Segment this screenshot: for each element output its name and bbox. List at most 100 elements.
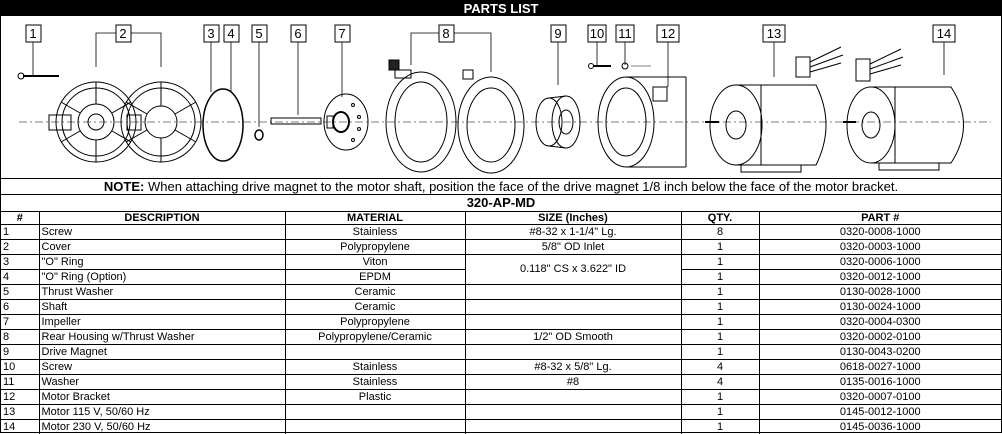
cell-part: 0145-0036-1000 [759,420,1001,434]
cell-material: Stainless [285,375,465,390]
cell-material: Polypropylene/Ceramic [285,330,465,345]
cell-description: Motor 230 V, 50/60 Hz [39,420,285,434]
cell-num: 4 [1,270,39,285]
cell-num: 5 [1,285,39,300]
cell-material: Plastic [285,390,465,405]
cell-part: 0320-0002-0100 [759,330,1001,345]
callout-13: 13 [767,26,781,41]
cell-part: 0618-0027-1000 [759,360,1001,375]
model-number: 320-AP-MD [1,194,1001,212]
parts-table: # DESCRIPTION MATERIAL SIZE (Inches) QTY… [1,211,1001,434]
callout-7: 7 [338,26,345,41]
cell-size: 0.118" CS x 3.622" ID [465,255,681,285]
cell-material [285,345,465,360]
cell-description: Shaft [39,300,285,315]
parts-list-title: PARTS LIST [1,1,1001,16]
exploded-pump-diagram: 1 2 3 4 5 6 7 8 9 10 11 12 13 14 [1,17,1001,178]
cell-size [465,285,681,300]
cell-num: 8 [1,330,39,345]
cell-description: Motor Bracket [39,390,285,405]
callout-2: 2 [119,26,126,41]
cell-size [465,315,681,330]
callout-12: 12 [661,26,675,41]
cell-qty: 1 [681,285,759,300]
callout-9: 9 [554,26,561,41]
cell-description: "O" Ring [39,255,285,270]
cell-num: 10 [1,360,39,375]
callout-1: 1 [29,26,36,41]
cell-part: 0320-0012-1000 [759,270,1001,285]
cell-num: 14 [1,420,39,434]
cell-material: Stainless [285,225,465,240]
cell-num: 11 [1,375,39,390]
cell-part: 0130-0028-1000 [759,285,1001,300]
cell-qty: 1 [681,315,759,330]
cell-num: 9 [1,345,39,360]
cell-material [285,420,465,434]
cell-description: Impeller [39,315,285,330]
cell-material: Stainless [285,360,465,375]
cell-material: Ceramic [285,285,465,300]
cell-part: 0320-0004-0300 [759,315,1001,330]
cell-description: Rear Housing w/Thrust Washer [39,330,285,345]
cell-num: 12 [1,390,39,405]
cell-qty: 1 [681,240,759,255]
header-part: PART # [759,211,1001,225]
cell-size: 1/2" OD Smooth [465,330,681,345]
rear-housing-drawing [386,60,524,173]
cell-qty: 1 [681,420,759,434]
cell-material [285,405,465,420]
cell-qty: 4 [681,375,759,390]
cell-material: Ceramic [285,300,465,315]
cell-size [465,390,681,405]
cell-description: "O" Ring (Option) [39,270,285,285]
cell-part: 0320-0003-1000 [759,240,1001,255]
screw-washer-drawing [589,63,652,69]
header-num: # [1,211,39,225]
callout-5: 5 [255,26,262,41]
cell-size: #8 [465,375,681,390]
cell-qty: 1 [681,405,759,420]
callout-numbers: 1 2 3 4 5 6 7 8 9 10 11 12 13 14 [29,26,951,41]
cell-num: 13 [1,405,39,420]
callout-14: 14 [937,26,951,41]
cell-size: #8-32 x 5/8" Lg. [465,360,681,375]
cell-num: 2 [1,240,39,255]
cell-num: 6 [1,300,39,315]
cell-qty: 4 [681,360,759,375]
cell-description: Screw [39,225,285,240]
callout-11: 11 [618,26,632,41]
thrust-washer-drawing [255,130,263,140]
header-qty: QTY. [681,211,759,225]
cell-material: EPDM [285,270,465,285]
cell-description: Screw [39,360,285,375]
cell-part: 0145-0012-1000 [759,405,1001,420]
assembly-note: NOTE: When attaching drive magnet to the… [1,178,1001,195]
cell-num: 1 [1,225,39,240]
cell-part: 0130-0043-0200 [759,345,1001,360]
cell-num: 3 [1,255,39,270]
cell-description: Motor 115 V, 50/60 Hz [39,405,285,420]
cell-qty: 1 [681,345,759,360]
callout-10: 10 [590,26,604,41]
table-header-row: # DESCRIPTION MATERIAL SIZE (Inches) QTY… [1,211,1001,225]
header-description: DESCRIPTION [39,211,285,225]
cell-part: 0130-0024-1000 [759,300,1001,315]
cell-description: Cover [39,240,285,255]
cell-size [465,405,681,420]
cell-material: Polypropylene [285,315,465,330]
cell-part: 0320-0006-1000 [759,255,1001,270]
shaft-drawing [271,118,321,124]
cell-size [465,420,681,434]
